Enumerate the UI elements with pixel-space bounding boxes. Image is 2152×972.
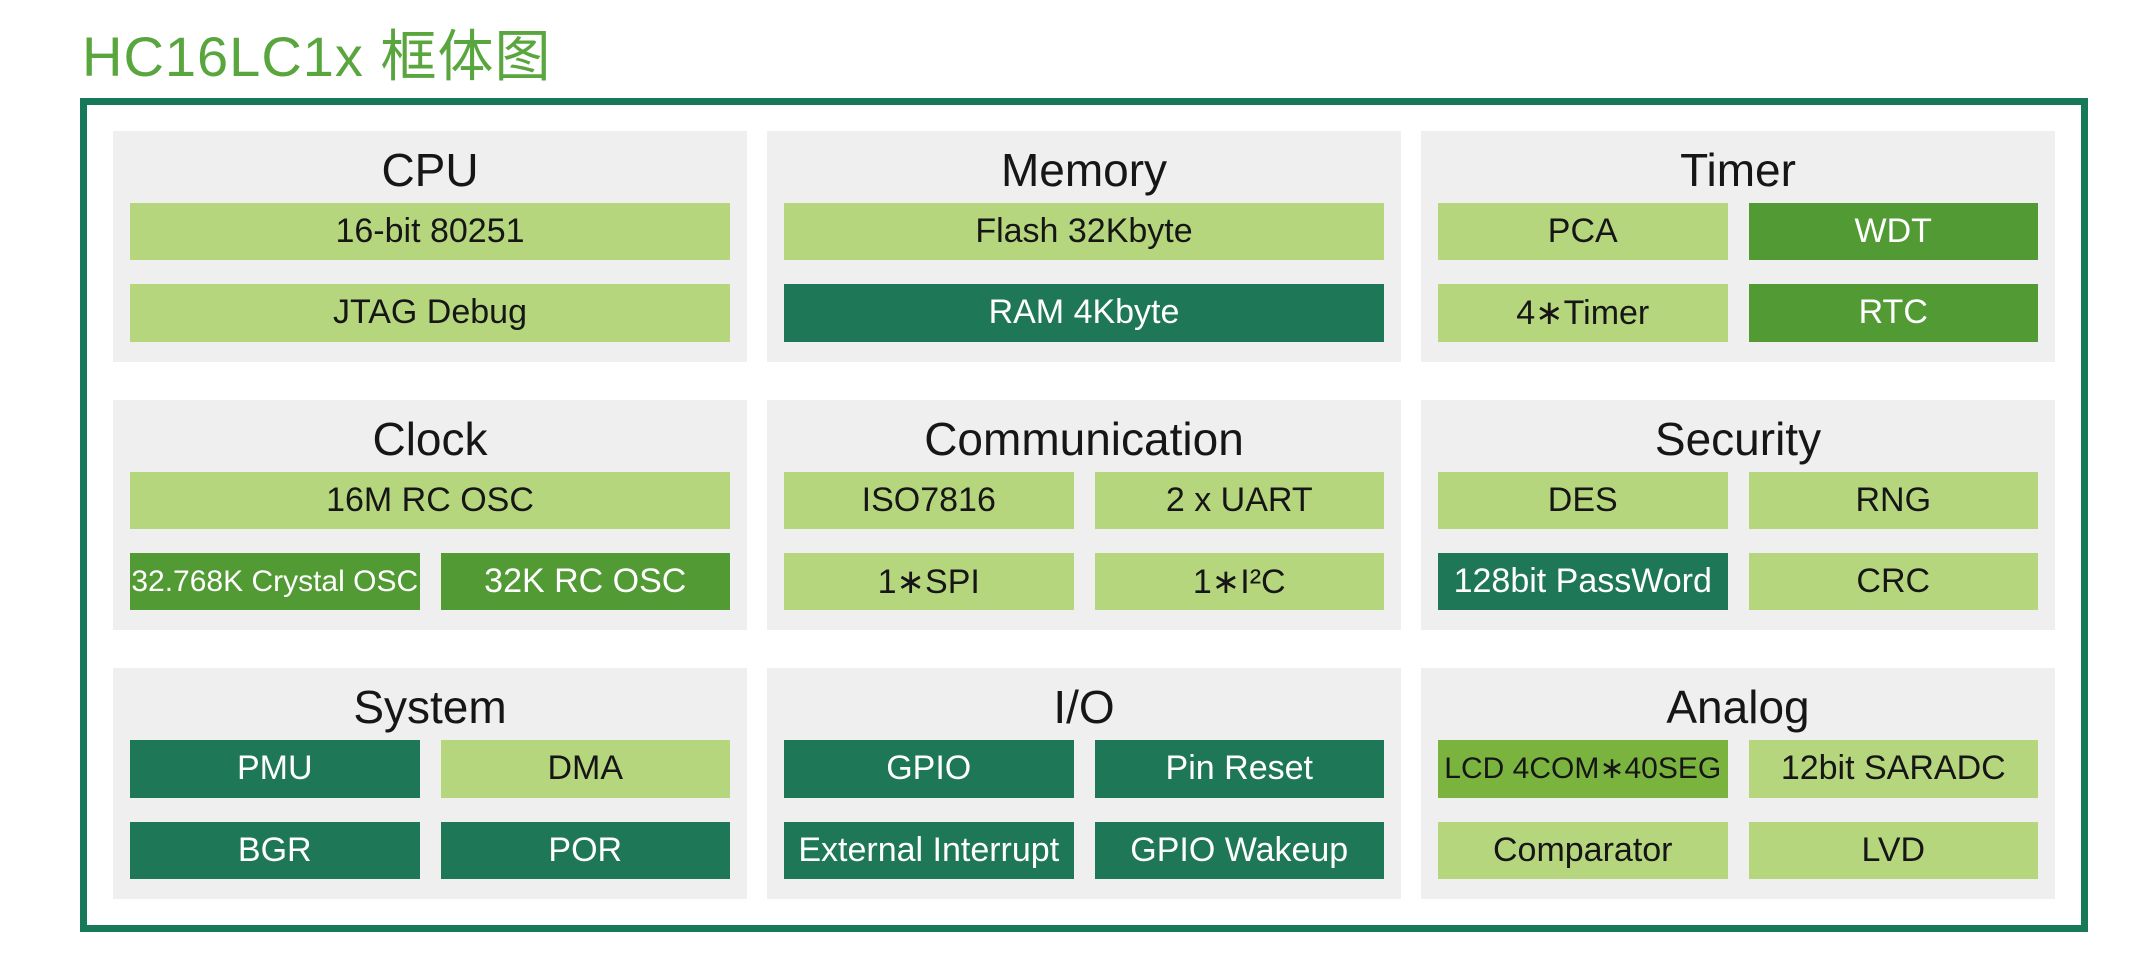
section-clock: Clock 16M RC OSC 32.768K Crystal OSC 32K RC… [113, 399, 747, 631]
block-bgr: BGR [130, 821, 420, 879]
block-16-bit-80251: 16-bit 80251 [130, 203, 730, 261]
block-wdt: WDT [1748, 203, 2038, 261]
block-1-i-c: 1∗I²C [1094, 552, 1384, 611]
block-lvd: LVD [1748, 821, 2038, 879]
block-external-interrupt: External Interrupt [784, 821, 1074, 879]
page-title: HC16LC1x 框体图 [82, 25, 552, 88]
block-128bit-password: 128bit PassWord [1438, 552, 1728, 611]
block-comparator: Comparator [1438, 821, 1728, 879]
section-title: Memory [1000, 144, 1168, 196]
block-32-768k-crystal-osc: 32.768K Crystal OSC [130, 552, 420, 611]
block-pca: PCA [1438, 203, 1728, 261]
section-title: Clock [372, 412, 488, 465]
section-title: System [353, 681, 507, 734]
section-title: CPU [381, 144, 479, 196]
block-pin-reset: Pin Reset [1094, 740, 1384, 798]
block-dma: DMA [440, 740, 730, 798]
block-gpio-wakeup: GPIO Wakeup [1094, 821, 1384, 879]
section-title: I/O [1053, 681, 1115, 734]
block-rtc: RTC [1748, 284, 2038, 342]
block-crc: CRC [1748, 552, 2038, 611]
section-blocks: LCD 4COM∗40SEG 12bit SARADC Comparator LVD [1438, 740, 2038, 879]
section-title: Communication [924, 412, 1244, 465]
block-rng: RNG [1748, 471, 2038, 529]
section-blocks: PMU DMA BGR POR [130, 740, 730, 879]
block-jtag-debug: JTAG Debug [130, 284, 730, 342]
block-iso7816: ISO7816 [784, 471, 1074, 529]
section-blocks: DES RNG 128bit PassWord CRC [1438, 471, 2038, 611]
block-por: POR [440, 821, 730, 879]
section-title: Security [1654, 412, 1822, 465]
block-1-spi: 1∗SPI [784, 552, 1074, 611]
block-32k-rc-osc: 32K RC OSC [440, 552, 730, 611]
section-title: Timer [1680, 144, 1796, 196]
section-blocks: ISO7816 2 x UART 1∗SPI 1∗I²C [784, 471, 1384, 611]
section-blocks: PCA WDT 4∗Timer RTC [1438, 203, 2038, 342]
block-des: DES [1438, 471, 1728, 529]
section-blocks: 16M RC OSC 32.768K Crystal OSC 32K RC OSC [130, 471, 730, 611]
block-flash-32kbyte: Flash 32Kbyte [784, 203, 1384, 261]
block-2-x-uart: 2 x UART [1094, 471, 1384, 529]
block-gpio: GPIO [784, 740, 1074, 798]
block-16m-rc-osc: 16M RC OSC [130, 471, 730, 529]
block-ram-4kbyte: RAM 4Kbyte [784, 284, 1384, 342]
block-pmu: PMU [130, 740, 420, 798]
block-4-timer: 4∗Timer [1438, 284, 1728, 342]
block-lcd-4com-40seg: LCD 4COM∗40SEG [1438, 740, 1728, 798]
section-title: Analog [1666, 681, 1810, 734]
block-12bit-saradc: 12bit SARADC [1748, 740, 2038, 798]
